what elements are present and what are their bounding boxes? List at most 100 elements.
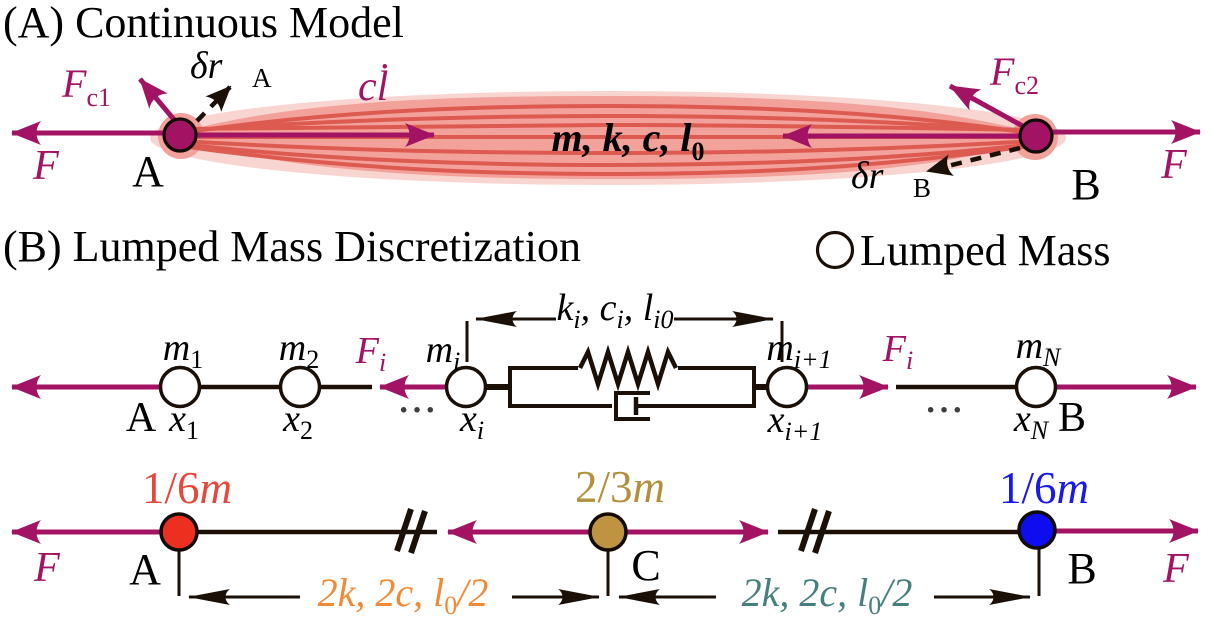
mass-i-label: mi [426, 329, 461, 376]
mass-c-fraction: 2/3 [575, 462, 633, 512]
element-params-label: ki, ci, li0 [556, 287, 673, 334]
li0: , l [624, 287, 654, 329]
xi: x [459, 398, 477, 440]
spring-left-base: 2k, 2c, l [318, 570, 445, 615]
ellipsis-right: ··· [925, 392, 965, 429]
ki: k [556, 287, 574, 329]
muscle-body [150, 91, 1066, 185]
chain-endpoint-a: A [126, 395, 157, 441]
drb-base: δr⃗ [851, 155, 913, 197]
legend: Lumped Mass [815, 226, 1111, 275]
xi1: x [767, 399, 785, 441]
fi-right: F [882, 328, 907, 370]
spring-left-label: 2k, 2c, l0/2 [318, 570, 489, 620]
spring-left-sub: 0 [444, 591, 457, 620]
mass-i1 [765, 365, 809, 409]
three-mass-letters: A C B [129, 541, 1097, 594]
muscle-params-base: m, k, c, l [552, 115, 693, 160]
damping-force-label: cl̇ [358, 63, 388, 110]
fc2-base: F [989, 49, 1015, 94]
break-mark [408, 510, 428, 554]
chain-endpoint-b: B [1058, 395, 1086, 441]
mass-a-fraction: 1/6 [142, 463, 200, 513]
break-mark [812, 510, 832, 554]
fc1-base: F [61, 61, 87, 106]
mass-n [1014, 365, 1058, 409]
break-mark [394, 508, 414, 552]
virtual-displacement-arrow-a [195, 85, 232, 123]
muscle-params-sub: 0 [691, 137, 704, 166]
mass-1 [158, 365, 202, 409]
force-label-right: F [1160, 142, 1187, 188]
virtual-displacement-arrow-b [926, 145, 1021, 176]
constraint-force-label-2: Fc2 [989, 49, 1039, 100]
position-i1-label: xi+1 [767, 399, 823, 446]
constraint-force-label-1: Fc1 [61, 61, 111, 112]
ellipsis-groups: ··· ··· [398, 392, 965, 429]
fc1-sub: c1 [86, 83, 111, 112]
xn: x [1013, 398, 1031, 440]
dra-base: δr⃗ [190, 45, 252, 87]
three-mass-endpoint-b: B [1067, 544, 1096, 593]
mass-b-var: m [1057, 463, 1090, 513]
spring-damper-element [508, 344, 756, 421]
three-mass-endpoint-c: C [631, 541, 660, 590]
muscle-fiber [180, 122, 1036, 132]
muscle-fiber [180, 113, 1036, 134]
legend-lumped-mass-circle [815, 230, 855, 270]
damper-cylinder [614, 391, 650, 421]
mass-2 [278, 365, 322, 409]
position-2-label: x2 [282, 398, 313, 445]
mass-2-label: m2 [279, 327, 319, 374]
mi1: m [766, 327, 793, 369]
mi1-sub: i+1 [794, 345, 832, 374]
element-box [508, 366, 756, 408]
point-mass-b [1017, 510, 1057, 550]
mass-i [444, 365, 488, 409]
dra-sub: A [252, 63, 272, 93]
muscle-fiber [180, 143, 1036, 177]
spring-left-suffix: /2 [455, 570, 488, 615]
m1: m [163, 327, 190, 369]
position-labels: A x1 x2 xi xi+1 xN B [126, 395, 1086, 446]
spring-zigzag [577, 344, 679, 392]
mn-sub: N [1042, 343, 1062, 372]
internal-force-label-right: Fi [882, 328, 913, 375]
spring-right-sub: 0 [868, 591, 881, 620]
break-mark [798, 508, 818, 552]
m2: m [279, 327, 306, 369]
constraint-force-arrow-1 [138, 77, 178, 124]
mass-fraction-a: 1/6m [142, 463, 232, 513]
position-n-label: xN [1013, 398, 1050, 445]
constraint-force-arrow-2 [948, 83, 1030, 132]
mass-a-var: m [200, 463, 233, 513]
panel-b: (B) Lumped Mass Discretization Lumped Ma… [3, 222, 1199, 620]
element-dimension [465, 311, 784, 362]
mass-fraction-c: 2/3m [575, 462, 665, 512]
mass-n-label: mN [1016, 325, 1062, 372]
mi-sub: i [453, 347, 460, 376]
break-marks [394, 508, 832, 554]
mn: m [1016, 325, 1043, 367]
mi: m [426, 329, 453, 371]
position-i-label: xi [459, 398, 484, 445]
mass-c-var: m [633, 462, 666, 512]
panel-a-title: (A) Continuous Model [3, 0, 404, 47]
xi-sub: i [477, 416, 484, 445]
x1: x [168, 398, 186, 440]
m2-sub: 2 [306, 345, 319, 374]
position-1-label: x1 [168, 398, 199, 445]
ci-sub: i [616, 305, 623, 334]
ki-sub: i [573, 305, 580, 334]
legend-label: Lumped Mass [860, 226, 1111, 275]
node-b [1018, 118, 1054, 154]
fi-right-sub: i [906, 346, 913, 375]
muscle-params-label: m, k, c, l0 [552, 115, 705, 166]
mass-i1-label: mi+1 [766, 327, 831, 374]
mass-1-label: m1 [163, 327, 203, 374]
lumped-masses [158, 365, 1058, 409]
chain-row: ki, ci, li0 ··· ··· m1 m2 mi mi+1 mN [11, 287, 1197, 446]
x2-sub: 2 [300, 416, 313, 445]
